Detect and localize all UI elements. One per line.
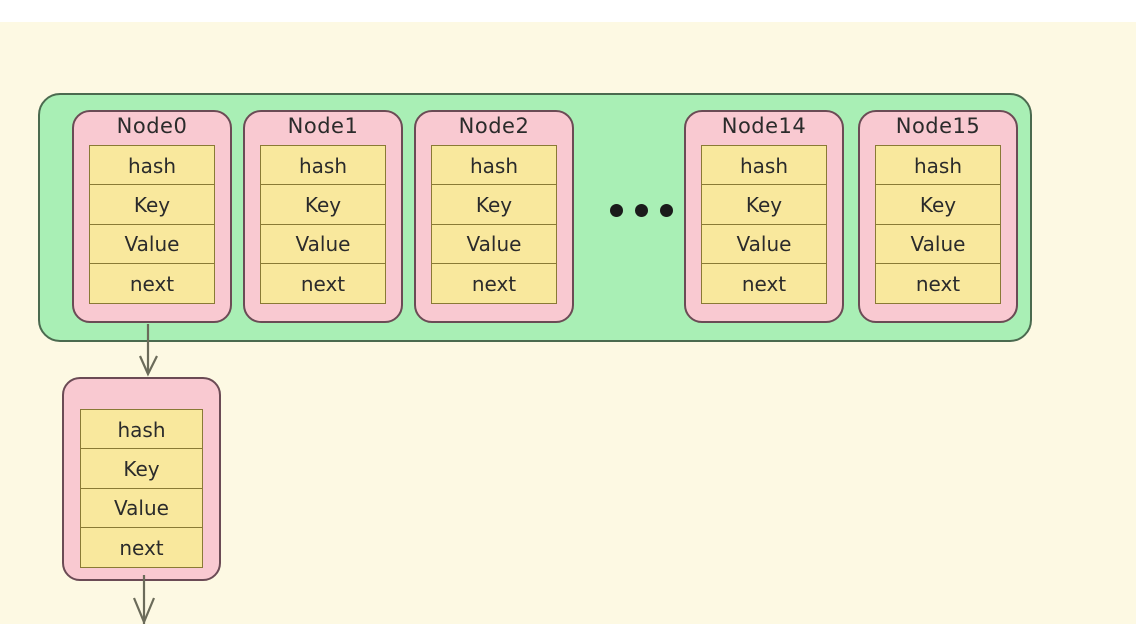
field-hash: hash bbox=[875, 145, 1001, 186]
field-next: next bbox=[701, 263, 827, 305]
field-next: next bbox=[875, 263, 1001, 305]
node-node14[interactable]: Node14 hash Key Value next bbox=[684, 110, 844, 323]
node-node15[interactable]: Node15 hash Key Value next bbox=[858, 110, 1018, 323]
ellipsis-dot bbox=[635, 204, 648, 217]
node-node0[interactable]: Node0 hash Key Value next bbox=[72, 110, 232, 323]
ellipsis-dot bbox=[660, 204, 673, 217]
field-next: next bbox=[260, 263, 386, 305]
field-next: next bbox=[431, 263, 557, 305]
ellipsis-indicator bbox=[610, 204, 673, 217]
node-title: Node0 bbox=[116, 114, 188, 138]
node-node2[interactable]: Node2 hash Key Value next bbox=[414, 110, 574, 323]
field-hash: hash bbox=[701, 145, 827, 186]
top-white-band bbox=[0, 0, 1136, 22]
field-key: Key bbox=[875, 184, 1001, 226]
field-key: Key bbox=[80, 448, 203, 490]
field-hash: hash bbox=[80, 409, 203, 450]
field-hash: hash bbox=[89, 145, 215, 186]
node-node1[interactable]: Node1 hash Key Value next bbox=[243, 110, 403, 323]
field-value: Value bbox=[89, 223, 215, 265]
node-fields: hash Key Value next bbox=[260, 145, 386, 305]
field-key: Key bbox=[89, 184, 215, 226]
overflow-node[interactable]: hash Key Value next bbox=[62, 377, 221, 581]
field-next: next bbox=[89, 263, 215, 305]
node-title: Node15 bbox=[895, 114, 981, 138]
field-value: Value bbox=[701, 223, 827, 265]
field-next: next bbox=[80, 527, 203, 569]
field-value: Value bbox=[431, 223, 557, 265]
field-key: Key bbox=[701, 184, 827, 226]
node-fields: hash Key Value next bbox=[80, 409, 203, 569]
node-fields: hash Key Value next bbox=[89, 145, 215, 305]
node-fields: hash Key Value next bbox=[701, 145, 827, 305]
field-value: Value bbox=[80, 487, 203, 529]
field-hash: hash bbox=[431, 145, 557, 186]
field-key: Key bbox=[431, 184, 557, 226]
node-fields: hash Key Value next bbox=[875, 145, 1001, 305]
field-key: Key bbox=[260, 184, 386, 226]
node-fields: hash Key Value next bbox=[431, 145, 557, 305]
field-value: Value bbox=[875, 223, 1001, 265]
field-value: Value bbox=[260, 223, 386, 265]
node-title: Node2 bbox=[458, 114, 530, 138]
node-title: Node14 bbox=[721, 114, 807, 138]
node-title: Node1 bbox=[287, 114, 359, 138]
ellipsis-dot bbox=[610, 204, 623, 217]
field-hash: hash bbox=[260, 145, 386, 186]
